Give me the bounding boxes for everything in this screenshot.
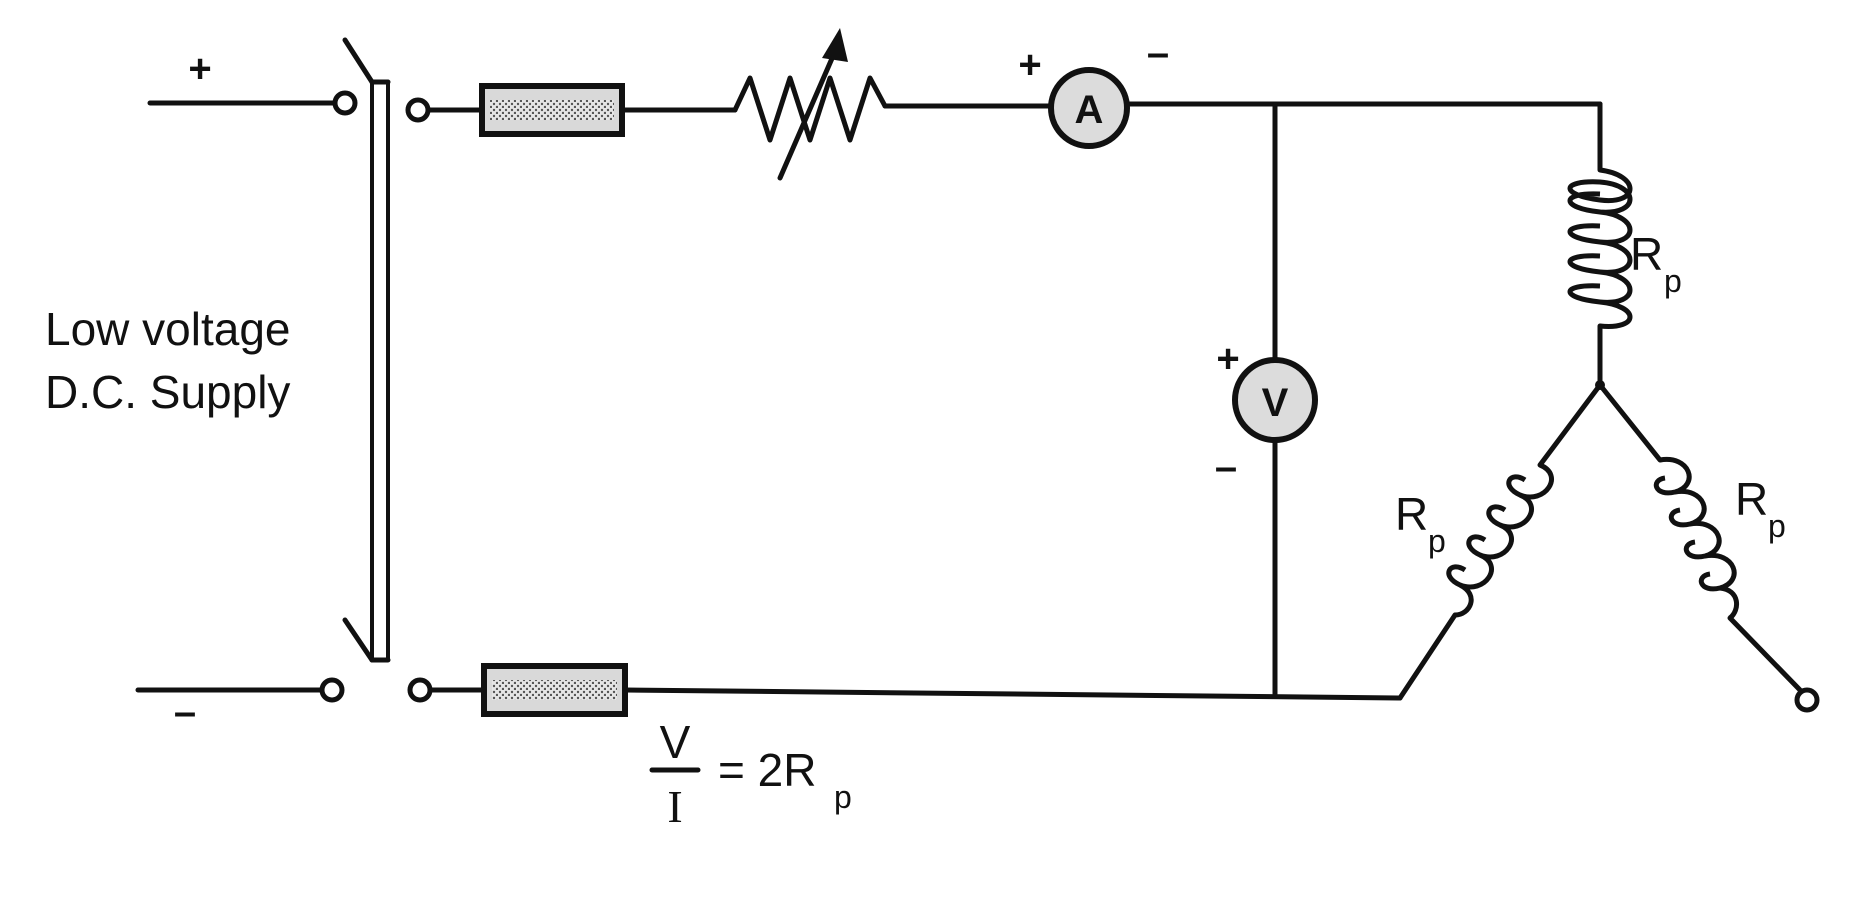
svg-text:p: p [1664,263,1682,299]
voltmeter-minus-sign: – [1215,445,1237,489]
supply-positive-lead [147,90,358,116]
supply-label-line2: D.C. Supply [45,366,290,418]
supply-minus-sign: – [174,690,196,734]
supply-plus-sign: + [188,47,211,91]
formula-numerator: V [660,716,691,768]
rheostat-arrow-icon [822,28,848,62]
ammeter-plus-sign: + [1018,43,1041,87]
double-pole-switch [342,37,391,663]
voltmeter: V [1232,357,1318,443]
svg-text:R: R [1735,473,1768,525]
bottom-rail-wire [427,687,1403,701]
svg-text:p: p [1428,523,1446,559]
ammeter: A [1048,67,1130,149]
ammeter-symbol: A [1075,88,1104,132]
supply-label-line1: Low voltage [45,303,291,355]
switch-bottom-terminal [407,677,433,703]
winding-top-label: R p [1630,228,1682,299]
svg-text:p: p [1768,508,1786,544]
switch-top-terminal [405,97,431,123]
svg-text:R: R [1630,228,1663,280]
winding-top [1567,101,1633,388]
top-fuse [479,83,625,137]
formula-denominator: I [667,781,682,832]
variable-resistor [732,28,888,181]
formula: V I = 2R p [649,716,852,832]
formula-rhs: = 2R [718,744,816,796]
svg-text:R: R [1395,488,1428,540]
winding-left-label: R p [1395,488,1446,559]
formula-rhs-subscript: p [834,779,852,815]
voltmeter-plus-sign: + [1216,337,1239,381]
supply-negative-lead [135,677,345,703]
top-rail-wire [425,101,1603,113]
bottom-fuse [481,663,628,717]
winding-right [1597,382,1803,693]
winding-left [1397,382,1603,701]
winding-right-open-terminal [1794,687,1820,713]
voltmeter-symbol: V [1262,381,1289,425]
ammeter-minus-sign: – [1147,31,1169,75]
winding-right-label: R p [1735,473,1786,544]
